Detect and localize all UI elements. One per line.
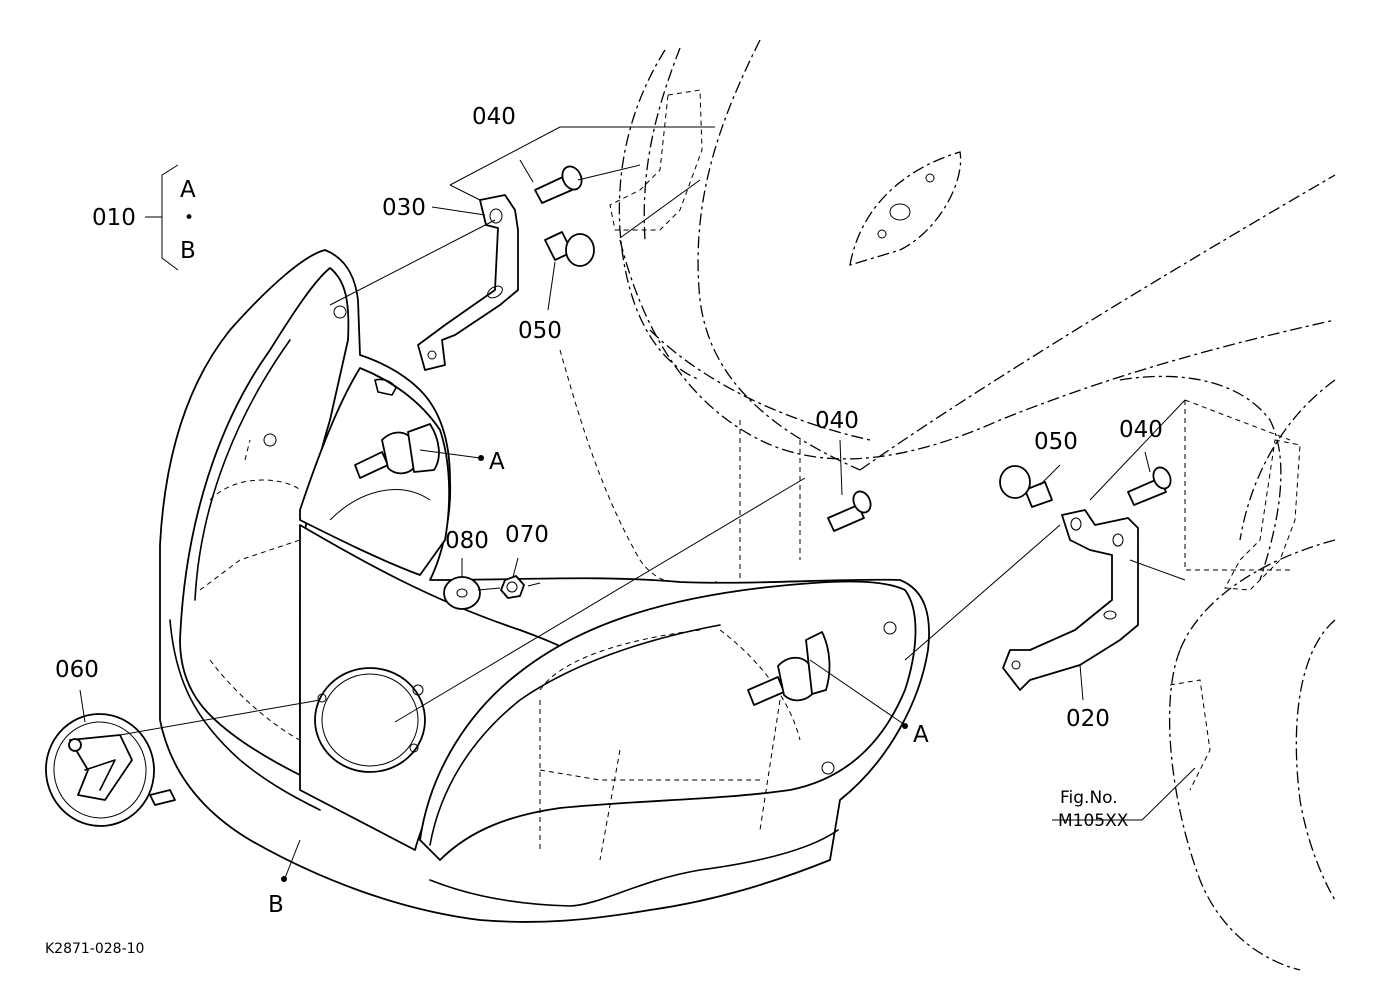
figure-ref-line2: M105XX xyxy=(1058,811,1129,831)
nut-070 xyxy=(500,575,525,599)
callout-050-top: 050 xyxy=(518,318,562,344)
leader-lines xyxy=(79,126,1196,879)
callout-050-right: 050 xyxy=(1034,429,1078,455)
bolt-040-right xyxy=(1127,466,1172,506)
callout-040-right: 040 xyxy=(1119,417,1163,443)
marker-dot-a-right xyxy=(902,723,908,729)
callout-040-mid: 040 xyxy=(815,408,859,434)
right-bulb-socket xyxy=(747,631,831,706)
left-bulb-socket xyxy=(354,378,440,479)
figure-ref-line1: Fig.No. xyxy=(1060,788,1118,808)
callout-020: 020 xyxy=(1066,706,1110,732)
callout-010: 010 xyxy=(92,205,136,231)
bolt-040-top xyxy=(534,165,583,204)
bracket-label-b: B xyxy=(180,238,196,264)
drawing-code: K2871-028-10 xyxy=(45,941,144,957)
headlight-housing xyxy=(159,249,930,923)
emblem-060 xyxy=(45,713,176,827)
bolt-050-top xyxy=(544,231,595,267)
marker-dots xyxy=(281,455,908,882)
callout-040-top: 040 xyxy=(472,104,516,130)
marker-dot-b xyxy=(281,876,287,882)
marker-label-a-left: A xyxy=(489,449,505,475)
bracket-label-a: A xyxy=(180,177,196,203)
callout-030: 030 xyxy=(382,195,426,221)
bracket-020 xyxy=(1002,509,1139,691)
bracket-010 xyxy=(161,164,179,271)
marker-label-a-right: A xyxy=(913,722,929,748)
bolt-050-right xyxy=(999,465,1053,508)
callout-070: 070 xyxy=(505,522,549,548)
callout-060: 060 xyxy=(55,657,99,683)
bracket-030 xyxy=(417,194,519,371)
bracket-label-dot: • xyxy=(184,208,194,228)
callout-080: 080 xyxy=(445,528,489,554)
washer-080 xyxy=(443,576,481,610)
marker-label-b: B xyxy=(268,892,284,918)
bolt-040-mid xyxy=(827,490,872,532)
marker-dot-a-left xyxy=(478,455,484,461)
